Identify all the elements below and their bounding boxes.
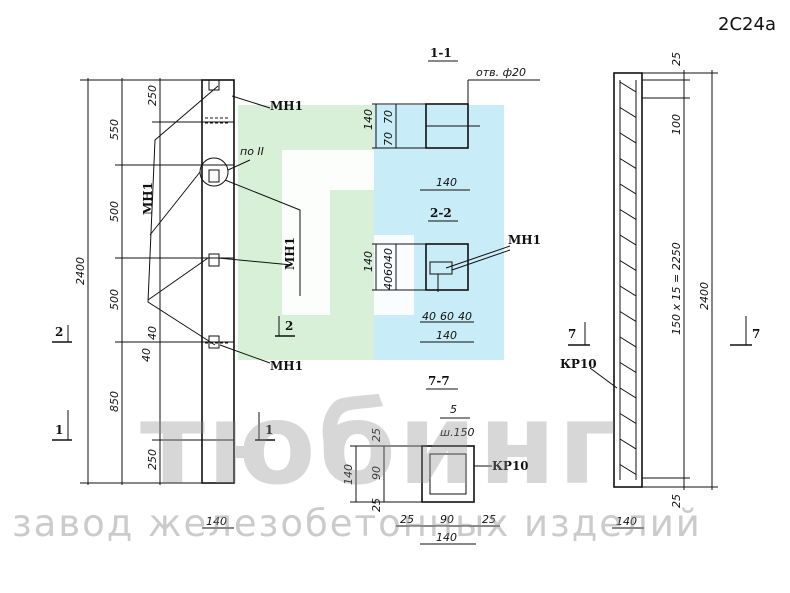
dim-70-b: 70 [382, 132, 395, 146]
dim-500-b: 500 [108, 289, 121, 310]
cut-1-left: 1 [55, 423, 63, 437]
stirrup-mark [619, 311, 637, 322]
stirrup-mark [619, 438, 637, 450]
dim-40-s22-d: 40 [458, 310, 472, 323]
label-po: по II [240, 145, 264, 158]
dim-25-s77-a: 25 [370, 428, 383, 442]
stirrup-mark [619, 413, 637, 424]
left-elevation: МН1 МН1 МН1 МН1 по II 2400 550 500 500 8… [52, 78, 303, 529]
dim-140-s77-w: 140 [436, 531, 457, 544]
label-mn1-right: МН1 [283, 237, 297, 270]
dim-140-s22: 140 [362, 251, 375, 272]
dim-5: 5 [450, 403, 457, 416]
section-1-1-title: 1-1 [430, 46, 452, 60]
dim-70-a: 70 [382, 110, 395, 124]
logo-gap-left [282, 150, 330, 315]
dim-250-bottom: 250 [146, 449, 159, 470]
dim-140-s77: 140 [342, 464, 355, 485]
stirrup-mark [619, 387, 637, 399]
stirrup-mark [619, 260, 637, 271]
section-7-7: 7-7 КР10 5 ш.150 140 25 90 25 25 90 25 1… [342, 374, 529, 545]
section-1-1: 1-1 отв. ф20 140 70 70 140 [362, 46, 540, 191]
stirrup-mark [619, 362, 637, 373]
dim-25-right-top: 25 [670, 52, 683, 66]
stirrup-mark [619, 81, 637, 93]
dim-60-s22: 60 [382, 262, 395, 276]
label-kr10-right: КР10 [560, 357, 597, 371]
right-elevation: 25 100 150 x 15 = 2250 2400 25 140 7 7 К… [560, 52, 760, 529]
watermark-subtitle: завод железобетонных изделий [12, 502, 702, 545]
dim-140-right: 140 [616, 515, 637, 528]
watermark-brand: тюбинг [140, 380, 619, 510]
dim-500-a: 500 [108, 201, 121, 222]
stirrup-mark [619, 158, 637, 169]
label-w150: ш.150 [440, 426, 475, 439]
section-7-7-title: 7-7 [428, 374, 450, 388]
dim-40-s22-b: 40 [382, 276, 395, 290]
stirrup-mark [619, 285, 637, 297]
label-hole: отв. ф20 [476, 66, 526, 79]
cut-7-left: 7 [568, 327, 576, 341]
dim-140-s22-w: 140 [436, 329, 457, 342]
dim-140-left: 140 [206, 515, 227, 528]
label-mn1-left: МН1 [141, 182, 155, 215]
dim-850: 850 [108, 391, 121, 412]
cage-outline [613, 72, 643, 488]
logo-gap-right [374, 235, 414, 315]
dim-40-b: 40 [140, 348, 153, 362]
stirrup-mark [619, 464, 637, 475]
drawing-code: 2С24а [718, 14, 776, 35]
dim-stirrups: 150 x 15 = 2250 [670, 242, 683, 335]
dim-140-s11: 140 [362, 109, 375, 130]
label-mn1-s22: МН1 [508, 233, 541, 247]
stirrup-mark [619, 107, 637, 118]
dim-40-a: 40 [146, 326, 159, 340]
dim-550: 550 [108, 119, 121, 140]
dim-90-s77: 90 [370, 466, 383, 480]
stirrup-mark [619, 336, 637, 348]
dim-40-s22-c: 40 [422, 310, 436, 323]
dim-60-s22-b: 60 [440, 310, 454, 323]
stirrup-mark [619, 183, 637, 195]
dim-25-s77-d: 25 [482, 513, 496, 526]
cut-1-right: 1 [265, 423, 273, 437]
dim-2400-right: 2400 [698, 282, 711, 310]
dim-140-s11-w: 140 [436, 176, 457, 189]
stirrup-mark [619, 132, 637, 144]
label-mn1-top: МН1 [270, 99, 303, 113]
dim-250-top: 250 [146, 85, 159, 106]
section-2-2: 2-2 МН1 140 40 60 40 40 60 40 140 [362, 206, 541, 343]
stirrup-mark [619, 209, 637, 220]
label-mn1-bottom: МН1 [270, 359, 303, 373]
logo-gap-mid [330, 150, 374, 190]
dim-90-s77-b: 90 [440, 513, 454, 526]
section-2-2-title: 2-2 [430, 206, 452, 220]
dim-25-s77-c: 25 [400, 513, 414, 526]
dim-25-s77-b: 25 [370, 498, 383, 512]
stirrup-mark [619, 234, 637, 246]
dim-total-2400: 2400 [74, 257, 87, 285]
dim-25-right-bottom: 25 [670, 494, 683, 508]
label-kr10-s77: КР10 [492, 459, 529, 473]
dim-100-right: 100 [670, 114, 683, 135]
stirrup-marks [619, 81, 637, 475]
cut-2-left: 2 [55, 325, 63, 339]
cut-7-right: 7 [752, 327, 760, 341]
cut-2-right: 2 [285, 319, 293, 333]
dim-40-s22-a: 40 [382, 248, 395, 262]
